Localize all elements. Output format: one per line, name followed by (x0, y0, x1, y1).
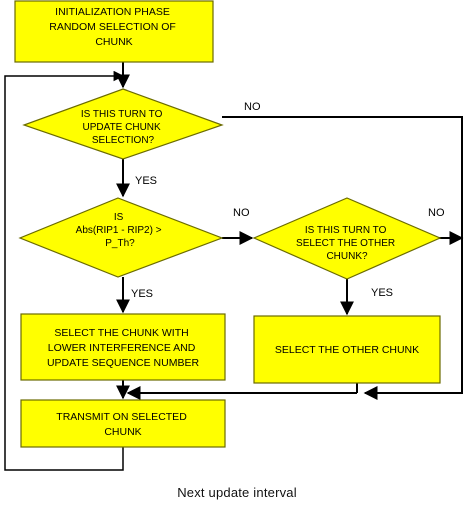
select-lower-line-1: SELECT THE CHUNK WITH (54, 327, 188, 339)
decision-update-line-2: UPDATE CHUNK (83, 122, 161, 133)
node-select-other: SELECT THE OTHER CHUNK (253, 315, 441, 384)
svg-text:IS THIS TURN TO UPDATE C: IS THIS TURN TO UPDATE CHUNK SELECTION? (81, 109, 165, 146)
node-init-line-1: INITIALIZATION PHASE (55, 6, 170, 18)
label-abs-no: NO (233, 207, 250, 219)
svg-text:IS THIS TURN TO SELECT T: IS THIS TURN TO SELECT THE OTHER CHUNK? (296, 225, 398, 262)
svg-text:INITIALIZATION PHASE RAN: INITIALIZATION PHASE RANDOM SELECTION OF… (49, 6, 179, 48)
decision-update-line-1: IS THIS TURN TO (81, 109, 163, 120)
select-lower-line-2: LOWER INTERFERENCE AND (48, 342, 196, 354)
label-update-yes: YES (135, 175, 157, 187)
node-init: INITIALIZATION PHASE RANDOM SELECTION OF… (14, 0, 214, 63)
node-decision-other: IS THIS TURN TO SELECT THE OTHER CHUNK? (252, 197, 442, 280)
transmit-line-2: CHUNK (104, 426, 141, 438)
label-other-yes: YES (371, 287, 393, 299)
svg-text:IS Abs(RIP1 - RIP2) >: IS Abs(RIP1 - RIP2) > P_Th? (76, 212, 165, 249)
label-other-no: NO (428, 207, 445, 219)
node-init-line-2: RANDOM SELECTION OF (49, 21, 176, 33)
label-abs-yes: YES (131, 288, 153, 300)
decision-abs-line-2: Abs(RIP1 - RIP2) > (76, 225, 162, 236)
svg-text:SELECT THE CHUNK WITH LO: SELECT THE CHUNK WITH LOWER INTERFERENCE… (47, 327, 199, 369)
label-update-no: NO (244, 101, 261, 113)
decision-other-line-1: IS THIS TURN TO (305, 225, 387, 236)
transmit-line-1: TRANSMIT ON SELECTED (56, 411, 187, 423)
node-decision-update: IS THIS TURN TO UPDATE CHUNK SELECTION? (22, 88, 224, 160)
node-select-lower: SELECT THE CHUNK WITH LOWER INTERFERENCE… (20, 313, 226, 381)
edge-loop-back (4, 70, 125, 471)
node-init-line-3: CHUNK (95, 36, 132, 48)
caption-next-update-interval: Next update interval (177, 485, 297, 500)
node-decision-abs: IS Abs(RIP1 - RIP2) > P_Th? (18, 197, 224, 278)
decision-update-line-3: SELECTION? (92, 135, 155, 146)
svg-text:TRANSMIT ON SELECTED CHU: TRANSMIT ON SELECTED CHUNK (56, 411, 189, 438)
edge-update-no (222, 116, 463, 400)
svg-text:SELECT THE OTHER CHUNK: SELECT THE OTHER CHUNK (275, 344, 419, 356)
select-lower-line-3: UPDATE SEQUENCE NUMBER (47, 357, 199, 369)
select-other-line-1: SELECT THE OTHER CHUNK (275, 344, 419, 356)
decision-other-line-2: SELECT THE OTHER (296, 238, 395, 249)
decision-other-line-3: CHUNK? (326, 251, 368, 262)
decision-abs-line-3: P_Th? (105, 238, 135, 249)
node-transmit: TRANSMIT ON SELECTED CHUNK (20, 399, 226, 448)
decision-abs-line-1: IS (114, 212, 124, 223)
